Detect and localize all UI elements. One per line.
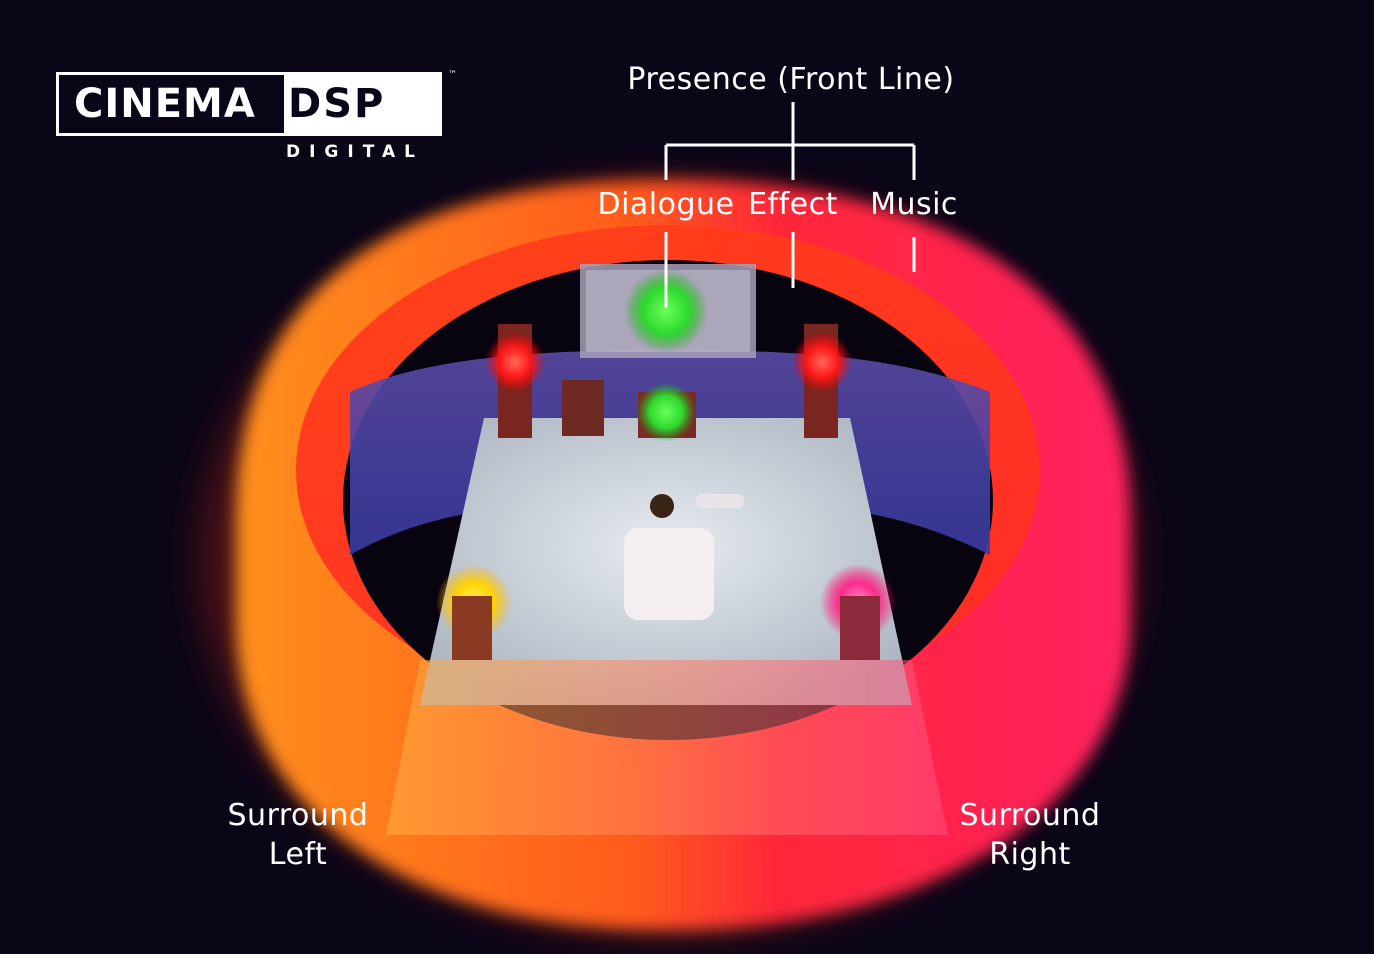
logo-dsp-block <box>284 72 442 136</box>
surround-right-label-line2: Right <box>989 837 1071 872</box>
dialogue-glow-center <box>636 382 696 442</box>
front-left-glow <box>485 332 545 392</box>
listener-head <box>650 494 674 518</box>
effect-label: Effect <box>748 187 838 222</box>
logo-frame <box>56 72 442 136</box>
side-table <box>696 494 744 508</box>
armchair <box>624 528 714 620</box>
surround-right-label-line1: Surround <box>959 798 1101 833</box>
music-label: Music <box>870 187 958 222</box>
dialogue-label: Dialogue <box>597 187 735 222</box>
logo-word-cinema: CINEMA <box>74 81 256 127</box>
cinema-dsp-logo: CINEMA DSP DIGITAL ™ <box>56 70 466 167</box>
front-right-glow <box>792 332 852 392</box>
surround-beam <box>386 660 948 835</box>
subwoofer <box>562 380 604 436</box>
surround-left-label-line2: Left <box>268 837 328 872</box>
logo-word-dsp: DSP <box>288 81 386 127</box>
dialogue-glow-screen <box>624 269 708 353</box>
logo-word-digital: DIGITAL <box>286 142 424 162</box>
surround-right-speaker <box>840 596 880 660</box>
presence-bracket <box>664 102 916 308</box>
surround-left-speaker <box>452 596 492 660</box>
logo-trademark: ™ <box>448 70 457 80</box>
surround-left-label-line1: Surround <box>227 798 369 833</box>
presence-label: Presence (Front Line) <box>627 62 955 97</box>
